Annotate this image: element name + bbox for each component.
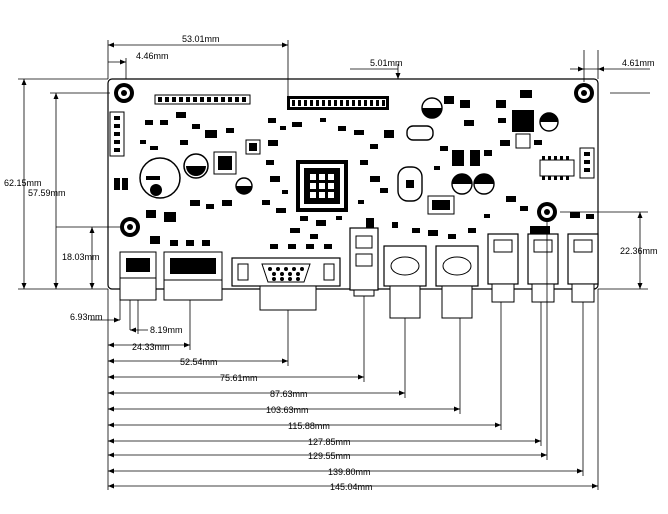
mounting-hole-bottom-left <box>120 217 140 237</box>
vga-connector <box>231 257 341 311</box>
ic-left-small <box>245 139 261 155</box>
mounting-hole-top-left <box>114 83 134 103</box>
dim-label-bottom-7: 115.88mm <box>288 421 330 431</box>
dim-label-bottom-11: 145.04mm <box>330 482 373 492</box>
rca-jack-b <box>435 245 479 319</box>
ic-left-square <box>213 151 237 175</box>
rca-jack-a <box>383 245 427 319</box>
capacitor-top-right <box>421 97 443 119</box>
main-processor-chip <box>296 160 348 212</box>
power-regulator <box>512 110 534 149</box>
dim-label-bottom-6: 103.63mm <box>266 405 309 415</box>
mounting-hole-top-right <box>574 83 594 103</box>
power-jack-connector <box>119 251 157 301</box>
dim-label-22-36: 22.36mm <box>620 246 658 256</box>
dim-label-bottom-4: 75.61mm <box>220 373 258 383</box>
dim-label-4-46: 4.46mm <box>136 51 169 61</box>
dim-label-18-03: 18.03mm <box>62 252 100 262</box>
lvds-connector <box>287 96 389 110</box>
dim-label-4-61: 4.61mm <box>622 58 655 68</box>
capacitor-large <box>139 157 181 199</box>
dim-label-5-01: 5.01mm <box>370 58 403 68</box>
dim-label-53-01: 53.01mm <box>182 34 220 44</box>
side-connector-right <box>579 147 595 179</box>
dim-label-bottom-1: 8.19mm <box>150 325 183 335</box>
ic-right <box>539 156 575 180</box>
capacitor-medium <box>183 153 209 179</box>
dim-label-bottom-9: 129.55mm <box>308 451 351 461</box>
dim-label-bottom-3: 52.54mm <box>180 357 218 367</box>
smd-components <box>114 90 594 249</box>
dimension-arrowheads <box>21 42 643 489</box>
header-connector <box>154 94 251 105</box>
capacitor-right-b <box>473 173 495 195</box>
audio-jack-c <box>527 233 559 303</box>
dim-label-bottom-10: 139.80mm <box>328 467 371 477</box>
dim-label-bottom-5: 87.63mm <box>270 389 308 399</box>
capacitor-right-a <box>451 173 473 195</box>
dim-label-bottom-2: 24.33mm <box>132 342 170 352</box>
audio-jack-d <box>567 233 599 303</box>
dim-label-bottom-0: 6.93mm <box>70 312 103 322</box>
crystal-oscillator <box>397 166 423 202</box>
audio-jack-a <box>349 227 379 297</box>
hdmi-connector <box>163 251 223 301</box>
side-connector-left <box>109 111 125 157</box>
dim-label-bottom-8: 127.85mm <box>308 437 351 447</box>
capacitor-right-c <box>539 112 559 132</box>
audio-jack-b <box>487 233 519 303</box>
mounting-hole-bottom-right <box>537 202 557 222</box>
crystal-oscillator-small <box>406 125 434 141</box>
capacitor-small <box>235 177 253 195</box>
dim-label-57-59: 57.59mm <box>28 188 66 198</box>
ic-center <box>427 195 455 215</box>
dim-label-62-15: 62.15mm <box>4 178 42 188</box>
